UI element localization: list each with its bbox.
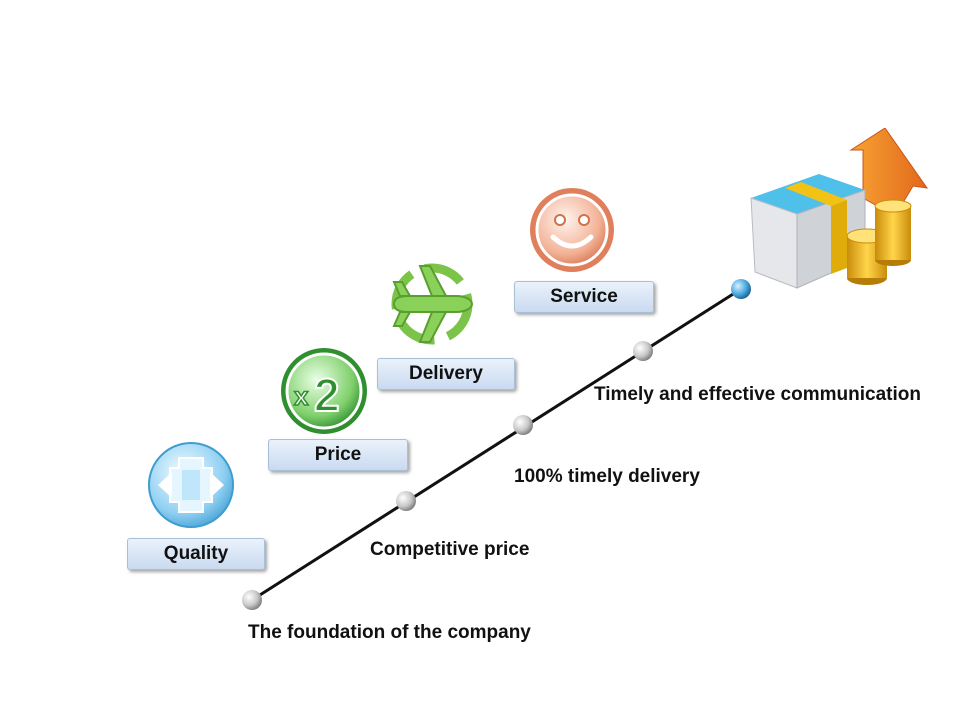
step-text-timely-delivery: 100% timely delivery [514,466,700,487]
smiley-icon [530,188,614,272]
category-label-service: Service [514,281,654,313]
svg-text:2: 2 [314,369,340,421]
svg-text:x: x [294,381,309,411]
step-node-2 [396,491,416,511]
step-node-3 [513,415,533,435]
x2-icon: x 2 [281,348,367,434]
step-text-foundation: The foundation of the company [248,622,531,643]
step-node-1 [242,590,262,610]
step-node-4 [633,341,653,361]
airplane-icon [391,263,474,345]
top-node [731,279,751,299]
category-label-quality: Quality [127,538,265,570]
category-label-delivery: Delivery [377,358,515,390]
quality-arrows-icon [148,442,234,528]
category-label-price: Price [268,439,408,471]
coin-stack [846,199,912,285]
money-growth-icon [750,128,929,289]
step-text-competitive-price: Competitive price [370,539,530,560]
growth-line [251,287,742,602]
step-text-communication: Timely and effective communication [594,384,921,405]
